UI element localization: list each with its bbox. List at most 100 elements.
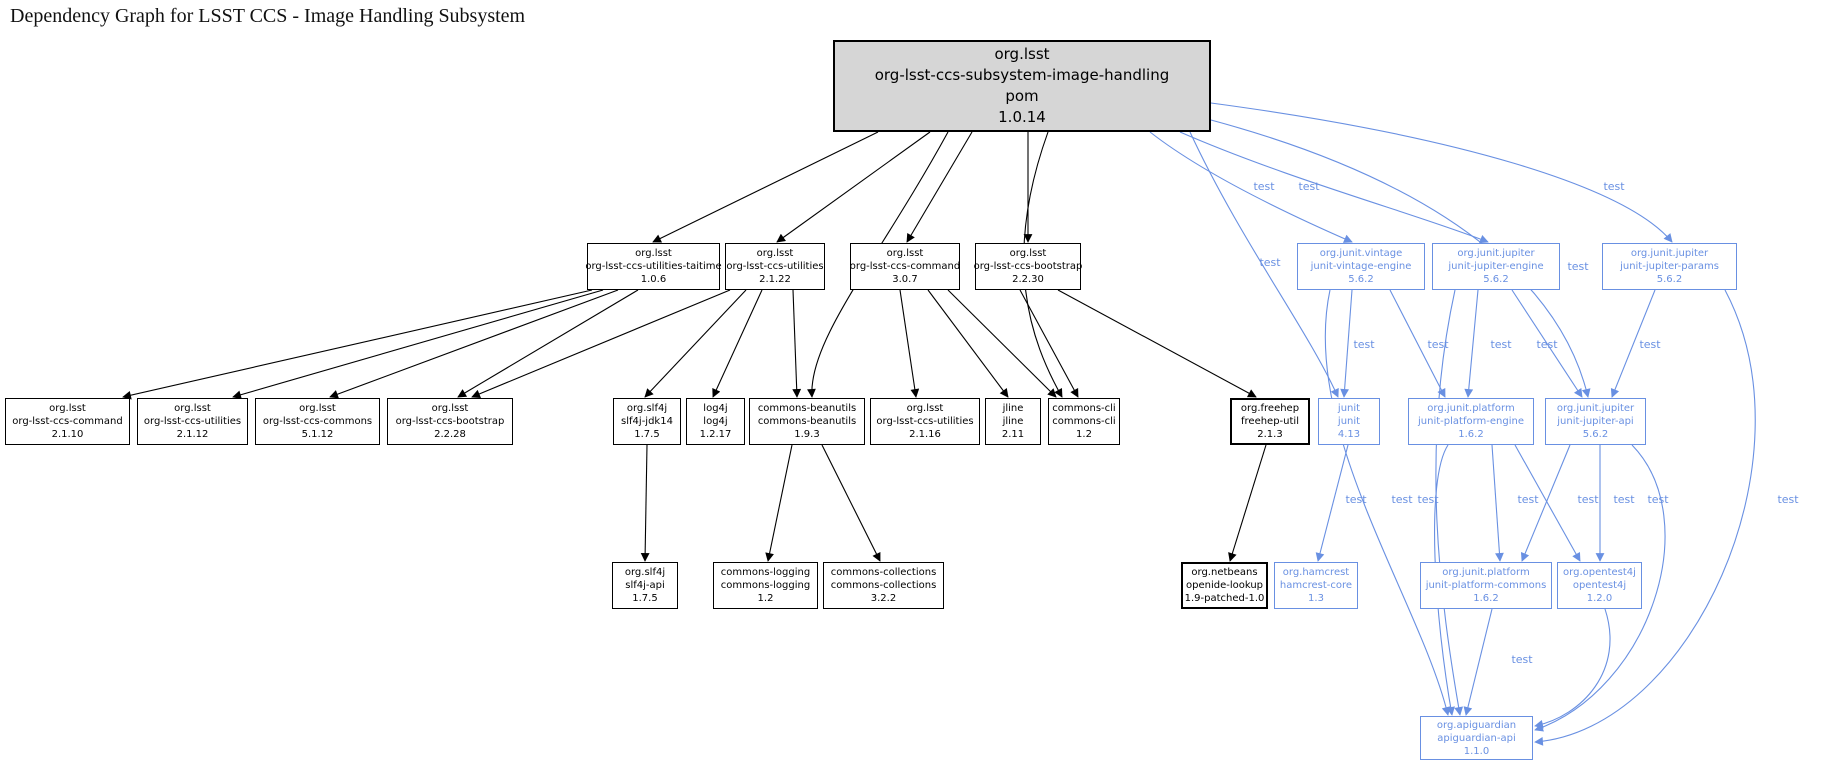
node-label-line: org.apiguardian: [1436, 719, 1517, 731]
edge-taitime-1-0-6-to-commons-5-1-12: [329, 289, 619, 399]
edge-scope-label: test: [1639, 338, 1661, 351]
edge-junit-to-hamcrest-core: [1315, 444, 1349, 562]
edge-scope-label: test: [1603, 180, 1625, 193]
node-label-line: junit-vintage-engine: [1310, 261, 1412, 272]
node-label-line: 5.6.2: [1582, 429, 1609, 440]
node-label-line: org.junit.jupiter: [1630, 248, 1709, 259]
node-label-line: 1.2: [757, 593, 774, 604]
node-label-line: hamcrest-core: [1279, 580, 1353, 591]
node-label-line: org-lsst-ccs-commons: [262, 416, 373, 427]
node-label-line: 1.6.2: [1458, 429, 1484, 440]
node-label-line: 1.2.0: [1586, 593, 1613, 604]
edge-scope-label: test: [1353, 338, 1375, 351]
node-label-line: 2.2.30: [1012, 274, 1044, 285]
edge-utilities-2-1-22-to-slf4j-jdk14: [644, 289, 747, 398]
edge-scope-label: test: [1417, 493, 1439, 506]
node-label-line: junit: [1337, 416, 1361, 427]
node-label-line: org-lsst-ccs-utilities: [143, 416, 242, 427]
node-label-line: 1.6.2: [1473, 593, 1499, 604]
node-label-line: commons-logging: [720, 580, 811, 591]
edge-freehep-util-to-openide-lookup: [1228, 444, 1267, 562]
edge-junit-vintage-engine-to-junit-platform-engine: [1389, 289, 1446, 398]
node-label-line: 3.2.2: [870, 593, 897, 604]
edge-junit-platform-engine-to-apiguardian-api: [1434, 444, 1455, 716]
node-label-line: 1.9.3: [794, 429, 820, 440]
edge-utilities-2-1-22-to-commons-beanutils: [792, 289, 802, 398]
node-label-line: log4j: [703, 416, 728, 427]
edge-root-to-utilities-2-1-22: [776, 131, 931, 243]
edge-root-to-commons-beanutils: [807, 131, 949, 398]
node-label-line: jline: [1002, 403, 1024, 414]
edge-root-to-taitime-1-0-6: [652, 131, 879, 243]
graph-title: Dependency Graph for LSST CCS - Image Ha…: [10, 5, 526, 27]
node-label-line: 3.0.7: [892, 274, 918, 285]
node-label-line: slf4j-api: [625, 580, 665, 591]
edge-slf4j-jdk14-to-slf4j-api: [640, 444, 650, 562]
node-label-line: commons-beanutils: [757, 403, 857, 414]
node-label-line: org-lsst-ccs-command: [12, 416, 123, 427]
node-label-line: 5.6.2: [1483, 274, 1509, 285]
edge-junit-platform-engine-to-opentest4j: [1514, 444, 1581, 562]
node-label-line: org.lsst: [1009, 248, 1047, 259]
node-label-line: 1.7.5: [634, 429, 660, 440]
node-label-line: freehep-util: [1241, 416, 1299, 427]
node-label-line: 4.13: [1337, 429, 1361, 440]
node-label-line: org.junit.vintage: [1319, 248, 1403, 259]
node-label-line: org-lsst-ccs-utilities-taitime: [585, 261, 722, 272]
edge-scope-label: test: [1298, 180, 1320, 193]
edge-junit-vintage-engine-to-junit: [1340, 289, 1353, 398]
node-label-line: opentest4j: [1572, 580, 1627, 591]
node-label-line: 1.7.5: [632, 593, 658, 604]
edge-scope-label: test: [1613, 493, 1635, 506]
node-label-line: junit-platform-commons: [1425, 580, 1547, 591]
node-label-line: openide-lookup: [1185, 580, 1264, 591]
edge-utilities-2-1-22-to-bootstrap-2-2-28: [471, 289, 731, 399]
edge-scope-label: test: [1577, 493, 1599, 506]
node-label-line: apiguardian-api: [1437, 732, 1516, 744]
node-label-line: org.netbeans: [1191, 567, 1258, 578]
node-label-line: 2.1.10: [51, 429, 84, 440]
edge-junit-platform-commons-to-apiguardian-api: [1463, 608, 1493, 716]
node-label-line: pom: [1005, 87, 1039, 105]
edge-junit-jupiter-api-to-apiguardian-api: [1534, 444, 1666, 732]
edge-scope-label: test: [1391, 493, 1413, 506]
node-label-line: junit: [1337, 403, 1361, 414]
node-label-line: jline: [1002, 416, 1024, 427]
node-label-line: org-lsst-ccs-bootstrap: [395, 416, 505, 427]
node-label-line: junit-jupiter-api: [1557, 416, 1634, 427]
node-label-line: org.lsst: [635, 248, 672, 259]
node-commons-beanutils: commons-beanutils commons-beanutils 1.9.3: [749, 398, 865, 445]
node-label-line: slf4j-jdk14: [621, 416, 673, 427]
node-label-line: org-lsst-ccs-command: [849, 261, 961, 272]
edge-scope-label: test: [1345, 493, 1367, 506]
node-label-line: log4j: [703, 403, 728, 414]
edge-junit-vintage-engine-to-apiguardian-api: [1324, 289, 1451, 716]
node-label-line: commons-collections: [830, 580, 937, 591]
node-junit: junit junit 4.13: [1318, 398, 1380, 445]
node-label-line: 5.1.12: [301, 429, 334, 440]
node-label-line: commons-beanutils: [757, 416, 857, 427]
node-label-line: 1.0.14: [998, 108, 1046, 126]
node-label-line: org.junit.jupiter: [1457, 248, 1535, 259]
node-label-line: 1.3: [1308, 593, 1324, 604]
edge-scope-label: test: [1253, 180, 1275, 193]
edge-root-to-junit-jupiter-params: [1210, 102, 1673, 243]
edge-root-to-command-3-0-7: [906, 131, 973, 243]
edge-command-3-0-7-to-utilities-2-1-16: [899, 289, 920, 398]
